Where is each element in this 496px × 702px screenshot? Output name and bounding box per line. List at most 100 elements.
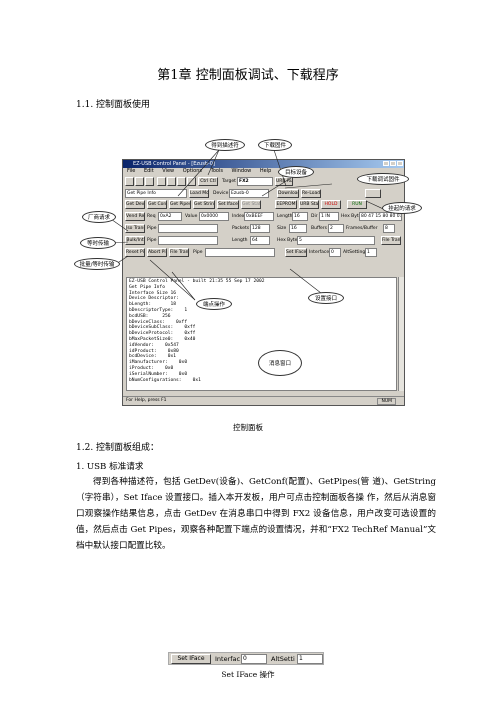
- scrollbar: [398, 277, 404, 391]
- window-title-bar: EZ-USB Control Panel - [Ezusb-0]: [123, 160, 404, 168]
- interface-label: Interface: [309, 250, 330, 255]
- interface-field: 0: [329, 248, 341, 257]
- setiface-button-top: Set Iface: [217, 200, 239, 209]
- row-bulk-transfer: Bulk/Int Pipe Length 64 Hex Bytes 5 File…: [125, 236, 402, 246]
- menu-view: View: [162, 168, 175, 174]
- reload-button: Re-Load: [301, 189, 321, 198]
- length-label: Length: [277, 214, 293, 219]
- abort-pipe-button: Abort Pipe: [147, 248, 167, 257]
- close-icon: [397, 161, 403, 166]
- hex-bytes-field: 80 47 15 80 80 01 00: [359, 212, 402, 221]
- callout-message-window: 消息窗口: [258, 350, 302, 376]
- toolbar: Ctrl Ctl Target FX2 URB Run: [125, 177, 402, 187]
- log-line: bLength: 18: [129, 302, 177, 308]
- callout-iso-transfer: 等时传输: [80, 237, 116, 249]
- copy-icon: [167, 177, 176, 186]
- log-line: EZ-USB Control Panel - built 21:35 55 Se…: [129, 279, 265, 284]
- new-icon: [125, 177, 134, 186]
- row-vendor-request: Vend Req Req 0xA2 Value 0x0000 Index 0xB…: [125, 212, 402, 222]
- hex-bytes-label: Hex Bytes: [341, 214, 364, 219]
- log-line: iManufacturer: 0x0: [129, 360, 188, 366]
- list-item-heading: 1. USB 标准请求: [76, 462, 144, 472]
- bulk-length-label: Length: [232, 238, 248, 243]
- log-line: Get Pipe Info: [129, 284, 165, 290]
- window-title: EZ-USB Control Panel - [Ezusb-0]: [133, 161, 215, 167]
- getconf-button: Get Conf: [147, 200, 167, 209]
- hold-button: HOLD: [321, 200, 341, 209]
- figure-caption: 控制面板: [233, 423, 263, 432]
- print-icon: [177, 177, 186, 186]
- iso-pipe-label: Pipe: [147, 226, 157, 231]
- loadmon-button: Load Mon: [189, 189, 209, 198]
- menu-help: Help: [259, 168, 272, 174]
- pending-icon: [365, 189, 381, 198]
- log-line: bDeviceSubClass: 0xff: [129, 325, 196, 331]
- log-line: iProduct: 0x0: [129, 365, 174, 371]
- dir-select: 1 IN: [319, 212, 339, 221]
- callout-pending-request: 挂起的请求: [382, 202, 422, 214]
- open-icon: [135, 177, 144, 186]
- message-window: EZ-USB Control Panel - built 21:35 55 Se…: [126, 277, 397, 391]
- set-iface-screenshot: Set IFace Interfac 0 AltSetti 1: [168, 652, 324, 665]
- set-iface-button-2: Set IFace: [171, 654, 211, 664]
- req-label: Req: [147, 214, 156, 219]
- device-label: Device: [213, 191, 229, 196]
- getstatus-button: Get Status: [241, 200, 261, 209]
- bulk-hex-label: Hex Bytes: [277, 238, 300, 243]
- set-iface-button: Set IFace: [285, 248, 307, 257]
- target-select: FX2: [237, 177, 273, 186]
- pipe-info-select: Get Pipe Info: [125, 189, 187, 198]
- abort-pipe-label: Pipe: [193, 250, 203, 255]
- vend-req-button: Vend Req: [125, 212, 145, 221]
- abort-pipe-select: [205, 248, 275, 257]
- menu-file: File: [127, 168, 136, 174]
- callout-get-descriptor: 得到描述符: [205, 139, 245, 151]
- getdev-button: Get Dev: [125, 200, 145, 209]
- callout-set-interface: 设置接口: [308, 292, 344, 304]
- download-button: Download...: [277, 189, 299, 198]
- log-line: bMaxPacketSize0: 0x40: [129, 336, 196, 342]
- iso-pipe-select: [158, 224, 218, 233]
- alt-setting-label: AltSetting: [343, 250, 366, 255]
- help-icon: [187, 177, 196, 186]
- urbstat-button: URB Stat: [299, 200, 319, 209]
- row-iso-transfer: Iso Trans Pipe Packets 128 Size 16 Buffe…: [125, 224, 402, 234]
- callout-bulk-transfer: 批量/等时传输: [74, 258, 120, 270]
- body-paragraph: 得到各种描述符，包括 GetDev(设备)、GetConf(配置)、GetPip…: [76, 477, 436, 551]
- callout-target-device: 目标设备: [278, 166, 314, 178]
- target-label: Target: [222, 179, 236, 184]
- menu-bar: File Edit View Options Tools Window Help: [123, 168, 404, 175]
- alt-setting-field: 1: [365, 248, 377, 257]
- iso-trans-button: Iso Trans: [125, 224, 145, 233]
- getpipes-button: Get Pipes: [169, 200, 191, 209]
- interface-field-2: 0: [241, 654, 267, 664]
- size-label: Size: [277, 226, 287, 231]
- frames-field: 8: [383, 224, 395, 233]
- req-field: 0xA2: [158, 212, 182, 221]
- file-trans-button: File Trans: [381, 236, 401, 245]
- bulk-length-field: 64: [250, 236, 270, 245]
- alt-setting-label-2: AltSetti: [271, 655, 295, 663]
- control-panel-screenshot: EZ-USB Control Panel - [Ezusb-0] File Ed…: [122, 159, 405, 406]
- value-field: 0x0000: [199, 212, 229, 221]
- row-pipe-ops: Reset Pipe Abort Pipe File Trans Pipe Se…: [125, 248, 402, 258]
- alt-setting-field-2: 1: [297, 654, 323, 664]
- status-bar: For Help, press F1 NUM: [123, 396, 404, 405]
- bulk-int-button: Bulk/Int: [125, 236, 145, 245]
- callout-download-debug: 下载调试固件: [357, 173, 409, 185]
- num-indicator: NUM: [377, 398, 396, 405]
- log-line: iSerialNumber: 0x0: [129, 371, 188, 377]
- save-icon: [145, 177, 154, 186]
- log-line: bDeviceProtocol: 0xff: [129, 331, 196, 337]
- packets-field: 128: [250, 224, 270, 233]
- menu-edit: Edit: [143, 168, 154, 174]
- callout-endpoint-op: 端点操作: [196, 298, 232, 310]
- callout-vendor-request: 厂商请求: [82, 211, 116, 223]
- file-trans-button-2: File Trans: [169, 248, 189, 257]
- log-line: bDescriptorType: 1: [129, 307, 188, 313]
- callout-download-firmware: 下载固件: [258, 139, 292, 151]
- cut-icon: [157, 177, 166, 186]
- log-line: bNumConfigurations: 0x1: [129, 377, 201, 383]
- status-text: For Help, press F1: [126, 398, 167, 403]
